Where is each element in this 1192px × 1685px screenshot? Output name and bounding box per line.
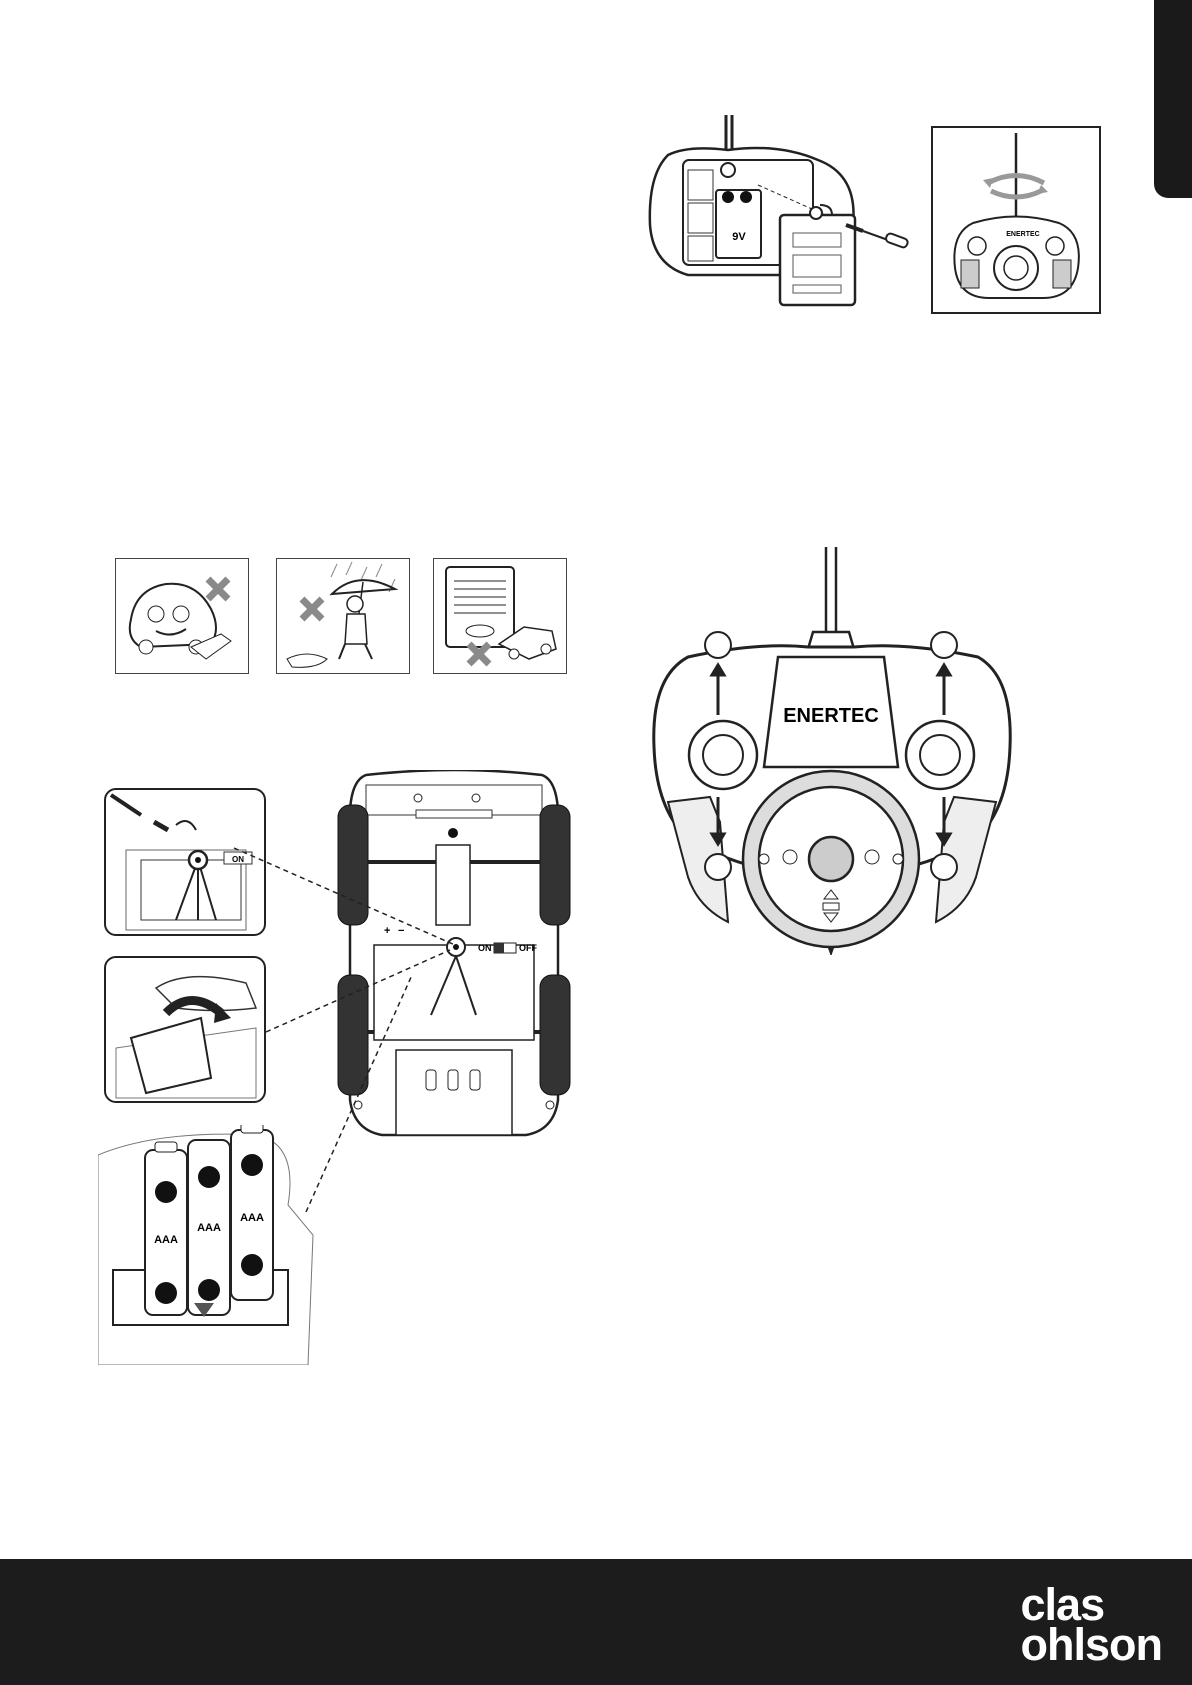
- footer-bar: clas ohlson: [0, 1559, 1192, 1685]
- figure-remote-controller: ENERTEC: [648, 547, 1016, 955]
- clas-ohlson-logo: clas ohlson: [1021, 1585, 1162, 1665]
- logo-line-2: ohlson: [1021, 1625, 1162, 1665]
- remote-brand-label: ENERTEC: [783, 705, 879, 727]
